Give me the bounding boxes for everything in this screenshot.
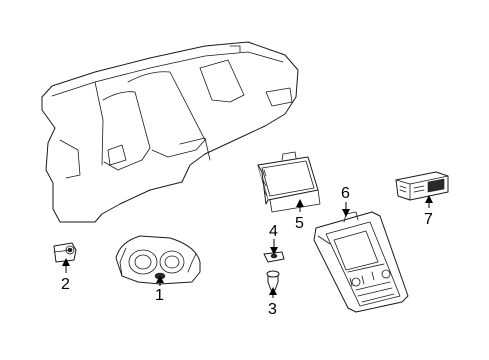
instrument-panel	[41, 41, 299, 223]
callout-2: 2	[61, 258, 70, 293]
callout-1: 1	[155, 275, 164, 304]
control-module	[395, 171, 449, 201]
callout-label-6: 6	[341, 185, 350, 202]
callout-6: 6	[341, 185, 350, 217]
callout-label-2: 2	[61, 276, 70, 293]
callout-label-5: 5	[295, 215, 304, 232]
display-module	[257, 151, 321, 213]
radio-control-panel	[313, 211, 409, 313]
callout-label-7: 7	[424, 211, 433, 228]
callout-label-1: 1	[155, 287, 164, 304]
callout-5: 5	[295, 199, 304, 232]
callout-label-4: 4	[269, 223, 278, 240]
socket	[266, 270, 280, 291]
callout-label-3: 3	[268, 301, 277, 318]
sensor	[53, 242, 77, 263]
clip	[263, 251, 285, 263]
callout-7: 7	[424, 195, 433, 228]
callout-3: 3	[268, 287, 277, 318]
instrument-cluster	[115, 235, 201, 285]
callout-4: 4	[269, 223, 278, 255]
